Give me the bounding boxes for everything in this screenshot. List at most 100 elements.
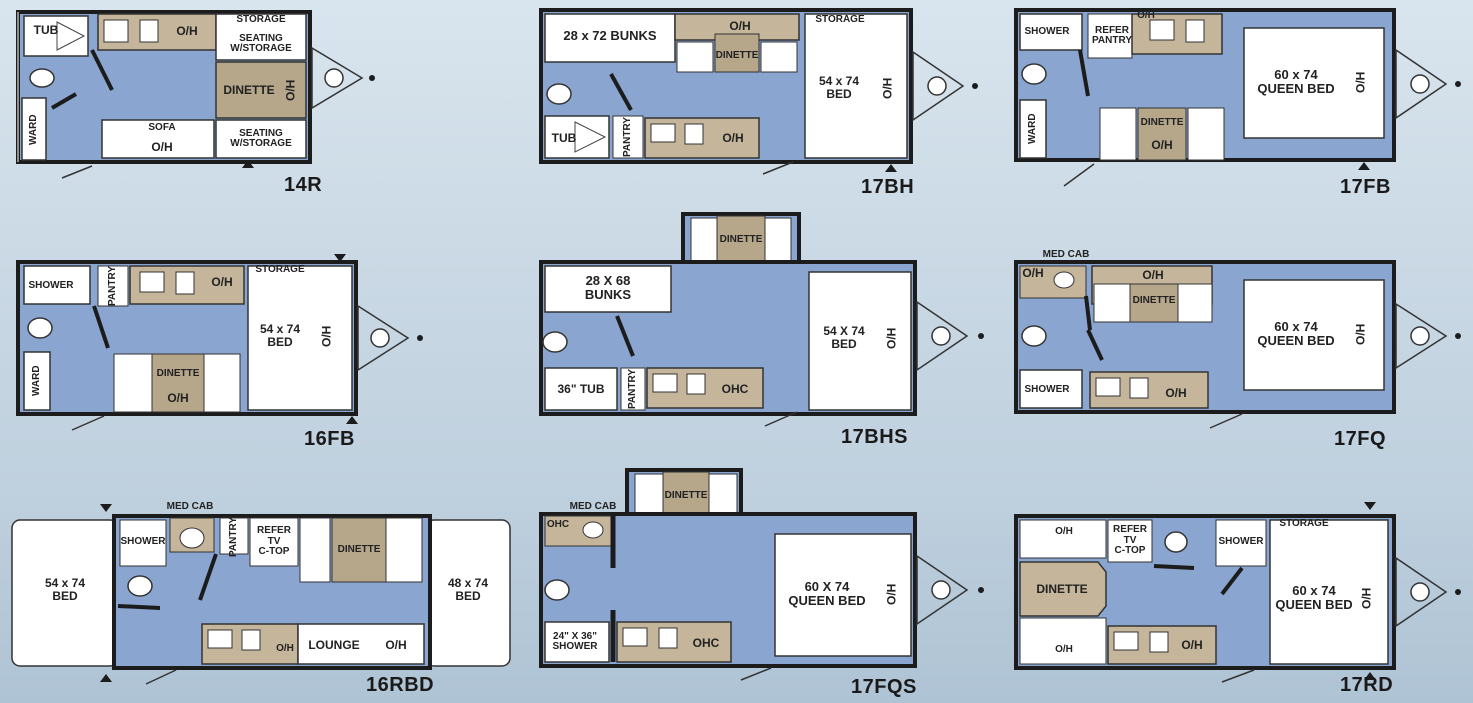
overhead-label: O/H — [722, 130, 744, 145]
seating-storage-label: SEATING W/STORAGE — [230, 32, 292, 54]
queen-bed-label: 60 x 74 QUEEN BED — [1257, 319, 1335, 348]
overhead-label: O/H — [1022, 265, 1044, 280]
overhead-label: O/H — [167, 390, 189, 405]
floorplan-17fqs[interactable]: MED CAB OHC DINETTE 60 X 74 QUEEN BED O/… — [535, 468, 995, 700]
medicine-cabinet-label: MED CAB — [569, 500, 617, 512]
floorplan-17bh[interactable]: 28 x 72 BUNKS O/H DINETTE STORAGE 54 x 7… — [535, 4, 985, 200]
tub-label: TUB — [33, 22, 59, 37]
overhead-label: O/H — [880, 77, 895, 99]
floorplan-17rd[interactable]: O/H REFER TV C-TOP SHOWER STORAGE DINETT… — [1010, 498, 1465, 698]
overhead-label: O/H — [1181, 637, 1203, 652]
overhead-label: O/H — [884, 583, 899, 605]
floorplan-17fb[interactable]: SHOWER REFER PANTRY O/H 60 x 74 QUEEN BE… — [1010, 4, 1465, 200]
wardrobe-label: WARD — [1026, 113, 1038, 145]
bed-label: 54 x 74 BED — [818, 74, 860, 101]
floorplan-17rd-drawing — [1014, 502, 1461, 683]
shower-label: SHOWER — [1024, 25, 1070, 37]
overhead-label: O/H — [319, 325, 334, 347]
overhead-label: O/H — [1055, 525, 1073, 537]
shower-label: 24" X 36" SHOWER — [552, 630, 598, 652]
wardrobe-label: WARD — [30, 365, 42, 397]
model-name: 17FB — [1340, 176, 1391, 198]
overhead-label: O/H — [1055, 643, 1073, 655]
queen-bed-label: 60 X 74 QUEEN BED — [788, 579, 866, 608]
floorplan-17fb-drawing — [1014, 8, 1461, 187]
dinette-label: DINETTE — [337, 543, 381, 555]
bed-label: 48 x 74 BED — [447, 576, 489, 603]
floorplan-14r[interactable]: TUB O/H STORAGE SEATING W/STORAGE DINETT… — [12, 8, 382, 198]
refer-tv-ctop-label: REFER TV C-TOP — [257, 525, 291, 558]
floorplan-17bhs[interactable]: DINETTE 28 X 68 BUNKS 54 X 74 BED O/H 36… — [535, 212, 995, 452]
dinette-label: DINETTE — [1140, 116, 1184, 128]
dinette-label: DINETTE — [156, 367, 200, 379]
medicine-cabinet-label: MED CAB — [1042, 248, 1090, 260]
overhead-cabinet-label: OHC — [721, 381, 749, 396]
dinette-label: DINETTE — [664, 489, 708, 501]
floorplan-14r-drawing — [16, 10, 375, 179]
dinette-label: DINETTE — [719, 233, 763, 245]
model-name: 17FQ — [1334, 428, 1387, 450]
overhead-label: O/H — [1353, 323, 1368, 345]
overhead-label: O/H — [1142, 267, 1164, 282]
dinette-label: DINETTE — [1132, 294, 1176, 306]
overhead-label: O/H — [1151, 137, 1173, 152]
model-name: 17BH — [861, 176, 915, 198]
tub-label: 36" TUB — [557, 381, 605, 396]
overhead-cabinet-label: OHC — [546, 518, 570, 530]
dinette-label: DINETTE — [223, 82, 275, 97]
shower-label: SHOWER — [120, 535, 166, 547]
queen-bed-label: 60 x 74 QUEEN BED — [1257, 67, 1335, 96]
shower-label: SHOWER — [1218, 535, 1264, 547]
bed-label: 54 x 74 BED — [259, 322, 301, 349]
floorplan-16fb[interactable]: SHOWER PANTRY O/H STORAGE 54 x 74 BED O/… — [12, 252, 442, 452]
seating-storage-label: SEATING W/STORAGE — [230, 127, 292, 149]
model-name: 16RBD — [366, 674, 435, 696]
medicine-cabinet-label: MED CAB — [166, 500, 214, 512]
wardrobe-label: WARD — [27, 114, 39, 146]
model-name: 16FB — [304, 428, 355, 450]
overhead-label: O/H — [211, 274, 233, 289]
refer-pantry-label: REFER PANTRY — [1092, 24, 1132, 46]
storage-label: STORAGE — [815, 13, 865, 25]
overhead-label: O/H — [1165, 385, 1187, 400]
overhead-label: O/H — [276, 642, 294, 654]
refer-tv-ctop-label: REFER TV C-TOP — [1113, 524, 1147, 557]
storage-label: STORAGE — [1279, 517, 1329, 529]
overhead-label: O/H — [729, 18, 751, 33]
dinette-label: DINETTE — [715, 49, 759, 61]
overhead-label: O/H — [283, 79, 298, 101]
floorplan-17bh-drawing — [539, 8, 978, 175]
overhead-label: O/H — [151, 139, 173, 154]
shower-label: SHOWER — [1024, 383, 1070, 395]
model-name: 14R — [284, 174, 323, 196]
sofa-label: SOFA — [148, 121, 176, 133]
model-name: 17FQS — [851, 676, 917, 698]
floorplan-16rbd-drawing — [11, 504, 511, 685]
overhead-label: O/H — [1137, 9, 1155, 21]
overhead-label: O/H — [1359, 587, 1374, 609]
bunks-label: 28 x 72 BUNKS — [563, 28, 657, 44]
pantry-label: PANTRY — [626, 369, 638, 409]
overhead-label: O/H — [1353, 71, 1368, 93]
floorplan-17fq[interactable]: MED CAB O/H O/H DINETTE 60 x 74 QUEEN BE… — [1010, 244, 1465, 452]
overhead-label: O/H — [884, 327, 899, 349]
bed-label: 54 X 74 BED — [823, 324, 865, 351]
floorplan-17fq-drawing — [1014, 260, 1461, 429]
pantry-label: PANTRY — [227, 517, 239, 557]
floorplan-17bhs-drawing — [539, 212, 984, 427]
floorplan-16rbd[interactable]: MED CAB SHOWER PANTRY REFER TV C-TOP DIN… — [10, 498, 515, 698]
tub-label: TUB — [551, 130, 577, 145]
pantry-label: PANTRY — [621, 117, 633, 157]
model-name: 17BHS — [841, 426, 908, 448]
storage-label: STORAGE — [255, 263, 305, 275]
bed-label: 54 x 74 BED — [44, 576, 86, 603]
storage-label: STORAGE — [236, 13, 286, 25]
pantry-label: PANTRY — [106, 266, 118, 306]
floorplan-16fb-drawing — [16, 254, 423, 431]
floorplan-17fqs-drawing — [539, 468, 984, 681]
model-name: 17RD — [1340, 674, 1394, 696]
bunks-label: 28 X 68 BUNKS — [584, 273, 632, 302]
lounge-label: LOUNGE — [308, 637, 360, 652]
shower-label: SHOWER — [28, 279, 74, 291]
overhead-cabinet-label: OHC — [692, 635, 720, 650]
